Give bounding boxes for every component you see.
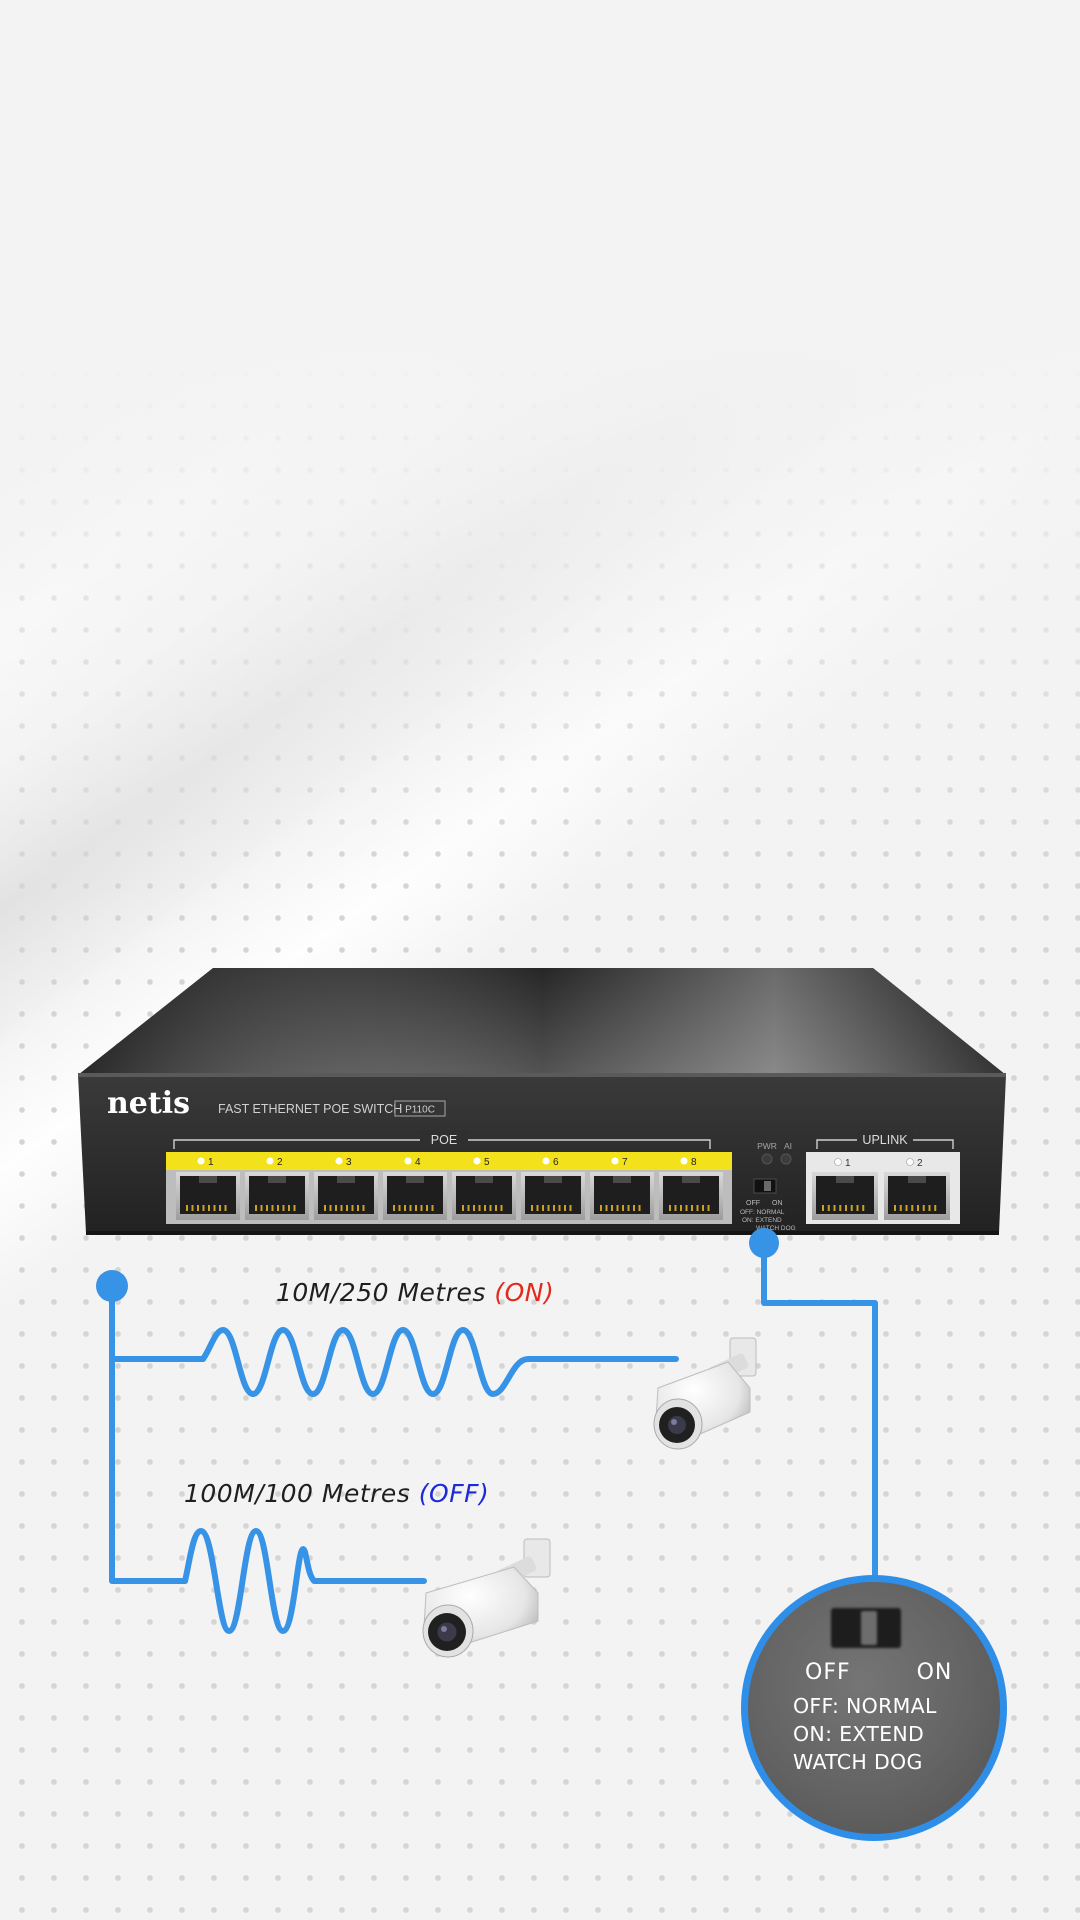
poe-port-4[interactable] (383, 1172, 447, 1220)
brand-logo: netis (107, 1086, 190, 1121)
poe-port-number-2: 2 (277, 1157, 283, 1168)
poe-strip (166, 1152, 732, 1170)
poe-led-2 (266, 1157, 274, 1165)
normal-mode-state: (OFF) (418, 1479, 490, 1508)
dip-note-normal: OFF: NORMAL (740, 1209, 785, 1216)
poe-port-number-1: 1 (208, 1157, 214, 1168)
poe-port-number-6: 6 (553, 1157, 559, 1168)
poe-led-4 (404, 1157, 412, 1165)
indicator-ai: AI (784, 1141, 792, 1151)
cable-endpoint-left (96, 1270, 128, 1302)
poe-port-7[interactable] (590, 1172, 654, 1220)
uplink-group-label: UPLINK (862, 1133, 908, 1147)
zoom-line-extend: ON: EXTEND (793, 1722, 925, 1746)
poe-port-3[interactable] (314, 1172, 378, 1220)
poe-led-5 (473, 1157, 481, 1165)
poe-port-8[interactable] (659, 1172, 723, 1220)
uplink-led-2 (906, 1158, 914, 1166)
model-badge: P110C (405, 1105, 435, 1116)
poe-led-6 (542, 1157, 550, 1165)
poe-led-8 (680, 1157, 688, 1165)
poe-port-number-5: 5 (484, 1157, 490, 1168)
normal-mode-text: 100M/100 Metres (184, 1479, 411, 1508)
cable-extend-wave (200, 1327, 679, 1397)
dip-note-extend: ON: EXTEND (742, 1217, 782, 1224)
poe-port-number-8: 8 (691, 1157, 697, 1168)
zoom-line-watchdog: WATCH DOG (793, 1750, 923, 1774)
mode-label-extend: 10M/250 Metres (ON) (276, 1278, 554, 1307)
indicator-pwr: PWR (757, 1141, 777, 1151)
poe-led-1 (197, 1157, 205, 1165)
product-description: FAST ETHERNET POE SWITCH (218, 1102, 402, 1116)
dip-label-off: OFF (746, 1200, 760, 1207)
poe-port-5[interactable] (452, 1172, 516, 1220)
poe-led-7 (611, 1157, 619, 1165)
poe-port-1[interactable] (176, 1172, 240, 1220)
zoom-line-normal: OFF: NORMAL (793, 1694, 937, 1718)
extend-mode-text: 10M/250 Metres (276, 1278, 486, 1307)
uplink-led-1 (834, 1158, 842, 1166)
poe-port-number-7: 7 (622, 1157, 628, 1168)
dip-label-on: ON (772, 1200, 783, 1207)
cable-normal-wave (182, 1528, 427, 1634)
mode-label-normal: 100M/100 Metres (OFF) (184, 1479, 489, 1508)
zoom-off-on-label: OFF ON (805, 1660, 953, 1685)
poe-led-3 (335, 1157, 343, 1165)
dip-switch-zoom: OFF ON OFF: NORMAL ON: EXTEND WATCH DOG (741, 1575, 1007, 1841)
poe-port-number-4: 4 (415, 1157, 421, 1168)
uplink-port-2[interactable] (884, 1172, 950, 1220)
uplink-port-number-2: 2 (917, 1158, 923, 1169)
cctv-camera-2 (422, 1538, 551, 1658)
uplink-port-1[interactable] (812, 1172, 878, 1220)
dip-switch-zoom-icon (831, 1608, 901, 1648)
cable-endpoint-switch (749, 1228, 779, 1258)
cables (109, 1240, 878, 1634)
poe-group-label: POE (431, 1133, 457, 1147)
uplink-port-number-1: 1 (845, 1158, 851, 1169)
poe-port-2[interactable] (245, 1172, 309, 1220)
poe-port-6[interactable] (521, 1172, 585, 1220)
extend-mode-state: (ON) (494, 1278, 555, 1307)
poe-port-number-3: 3 (346, 1157, 352, 1168)
dip-note-watchdog: WATCH DOG (756, 1225, 796, 1232)
cctv-camera-1 (653, 1337, 757, 1450)
